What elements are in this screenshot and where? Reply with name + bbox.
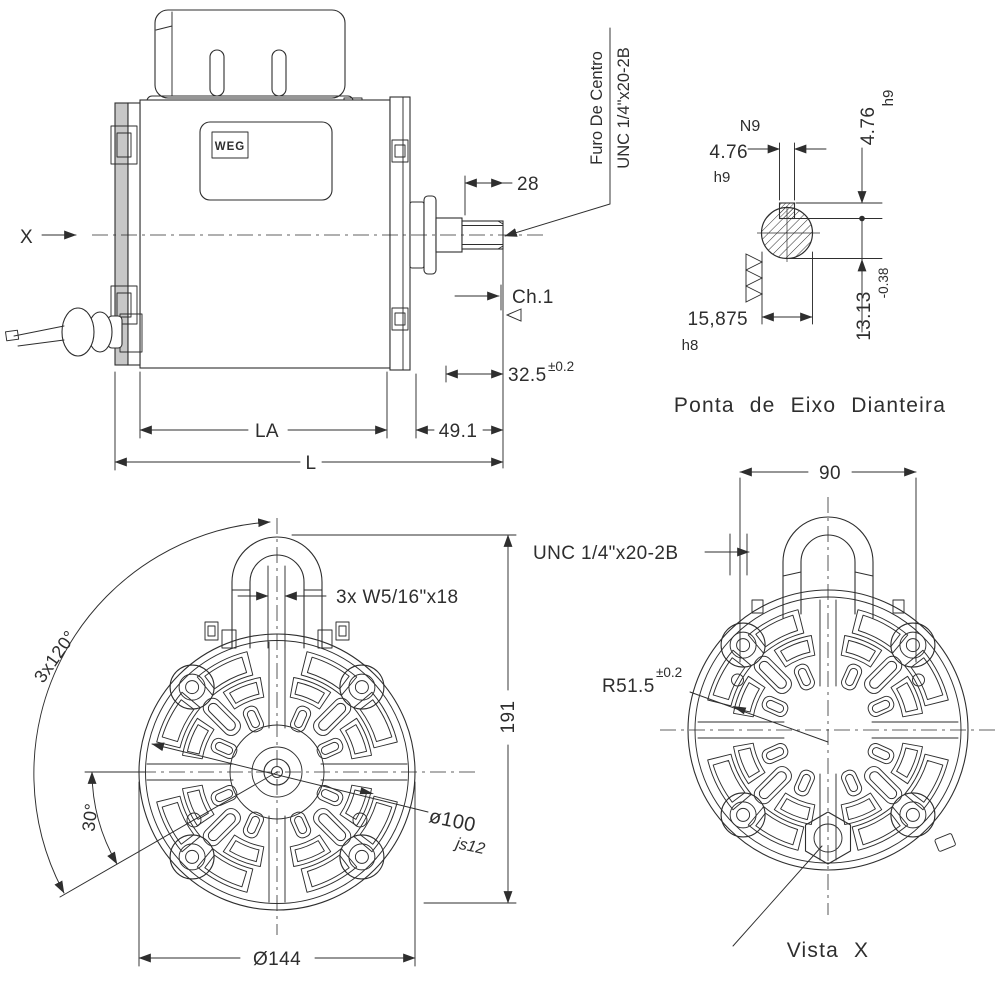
dim-ch1: Ch.1 <box>512 287 554 308</box>
vista-x-dimensions: 90 UNC 1/4"x20-2B R51.5 ±0.2 Vista X <box>533 463 917 962</box>
side-view: WEG X Furo De Centro <box>5 9 633 474</box>
front-view: 3x120° 30° 3x W5/16"x18 191 ø100 js12 Ø <box>30 518 519 970</box>
dim-od-144: Ø144 <box>253 949 301 970</box>
dim-la: LA <box>255 421 279 442</box>
dim-l: L <box>306 453 317 474</box>
cable-gland <box>5 307 143 357</box>
view-x-label: X <box>20 227 33 248</box>
dim-key-height: 4.76 <box>858 107 879 146</box>
leader-arrowhead-icon <box>732 706 747 715</box>
label-unc: UNC 1/4"x20-2B <box>533 543 678 564</box>
fit-shaft-dia: h8 <box>682 337 699 354</box>
vista-x-title: Vista X <box>787 939 870 962</box>
tol-key-depth: -0.38 <box>876 268 891 299</box>
cover-bolt <box>751 599 764 614</box>
leader-furo-line1: Furo De Centro <box>588 51 606 165</box>
shaft-detail-dimensions: N9 4.76 h9 4.76 h9 15,875 h8 13.13 -0.38 <box>682 90 897 354</box>
datum-triangle-icon <box>505 308 522 322</box>
label-n9: N9 <box>740 118 761 135</box>
angle-ray-30 <box>59 771 278 898</box>
dim-90: 90 <box>819 463 841 484</box>
stud-hole <box>352 812 368 828</box>
dim-30deg: 30° <box>78 802 101 833</box>
angle-arc-120 <box>33 518 271 894</box>
lead-wire <box>17 339 65 347</box>
unc-tapped-hole <box>912 673 925 687</box>
dim-32-5: 32.5 <box>508 365 547 386</box>
dim-key-depth: 13.13 <box>854 291 875 341</box>
center-hole-leader <box>504 27 611 237</box>
lead-wire <box>13 325 65 337</box>
hex-nut-icon <box>804 811 852 865</box>
cover-tab <box>934 833 956 852</box>
label-studs: 3x W5/16"x18 <box>336 587 458 608</box>
vista-leader <box>732 845 823 947</box>
fit-key-width: h9 <box>714 169 731 186</box>
tol-r51-5: ±0.2 <box>656 665 682 680</box>
surface-finish-icon <box>745 253 764 303</box>
side-view-dimensions: X Furo De Centro UNC 1/4"x20-2B 28 Ch.1 … <box>20 27 633 474</box>
motor-body: WEG <box>110 96 411 371</box>
fit-key-height: h9 <box>880 90 897 107</box>
dim-49-1: 49.1 <box>439 421 478 442</box>
weg-logo-text: WEG <box>215 141 245 153</box>
fan-cover-rear <box>687 589 969 871</box>
unc-tapped-hole <box>731 673 744 687</box>
leader-furo-line2: UNC 1/4"x20-2B <box>615 47 633 168</box>
lifting-handle-rear <box>751 516 905 619</box>
dim-3x120: 3x120° <box>30 627 80 687</box>
cover-bolt <box>204 621 219 641</box>
fit-bc: js12 <box>452 835 486 858</box>
nameplate: WEG <box>199 121 333 201</box>
dim-191: 191 <box>498 701 519 734</box>
dim-bc-dia: ø100 <box>427 805 478 836</box>
dim-28: 28 <box>517 174 539 195</box>
front-view-dimensions: 3x120° 30° 3x W5/16"x18 191 ø100 js12 Ø <box>30 518 519 970</box>
dim-shaft-dia: 15,875 <box>687 309 748 330</box>
cover-bolt <box>892 599 905 614</box>
dim-r51-5: R51.5 <box>602 676 655 697</box>
dim-32-5-tol: ±0.2 <box>548 359 574 374</box>
vista-x-view: 90 UNC 1/4"x20-2B R51.5 ±0.2 Vista X <box>533 463 998 962</box>
bolt-circle-leader <box>151 742 429 813</box>
shaft-end-detail: N9 4.76 h9 4.76 h9 15,875 h8 13.13 -0.38… <box>674 90 946 417</box>
cover-bolt <box>335 621 350 641</box>
leader-arrowhead-icon <box>359 787 374 795</box>
shaft-detail-title: Ponta de Eixo Dianteira <box>674 394 946 417</box>
dim-key-width: 4.76 <box>709 142 748 163</box>
shaft-center <box>271 766 283 778</box>
radius-leader <box>689 691 829 743</box>
